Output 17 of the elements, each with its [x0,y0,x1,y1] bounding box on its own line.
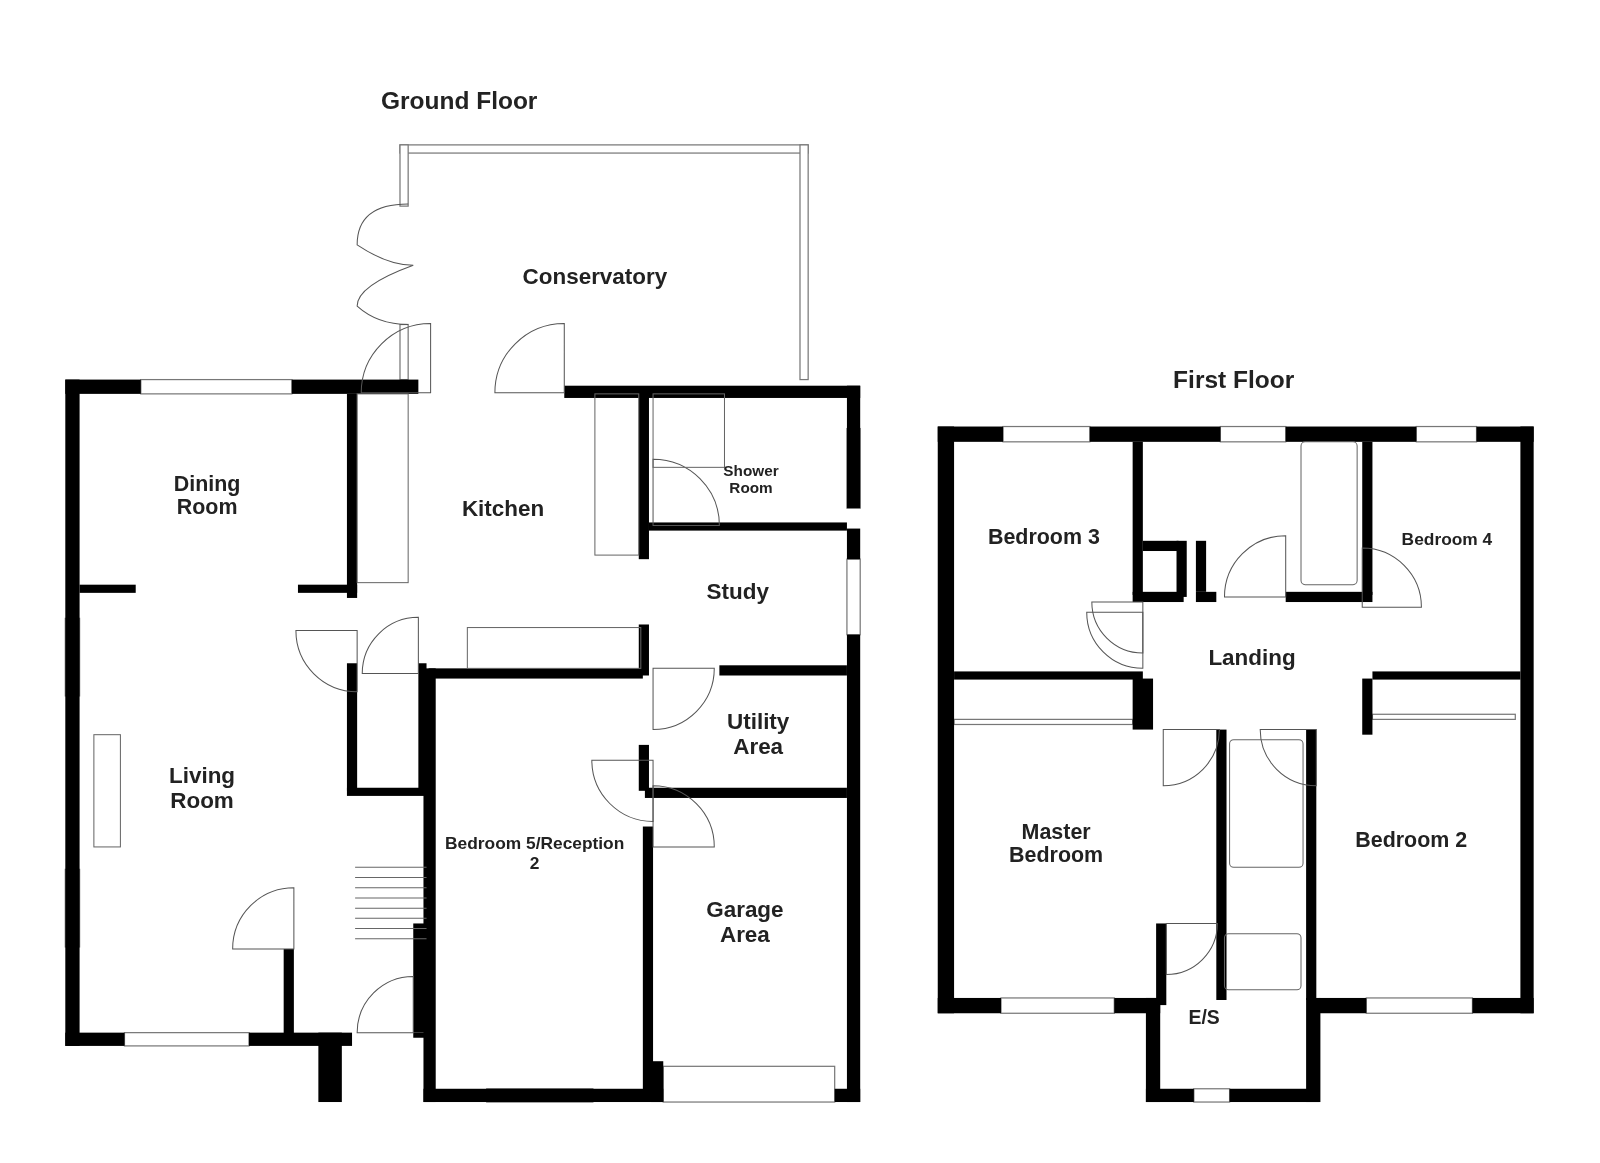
room-label: Master Bedroom [1008,819,1105,867]
floor-heading: First Floor [1173,366,1295,394]
room-label: E/S [1188,1007,1220,1029]
room-label: Kitchen [461,496,545,522]
room-label: Living Room [168,764,237,814]
room-label: Bedroom 2 [1355,828,1468,852]
room-label: Conservatory [522,264,668,289]
room-label: Utility Area [725,710,791,760]
floor-heading: Ground Floor [380,87,538,115]
room-label: Bedroom 3 [987,524,1100,549]
room-label: Garage Area [705,897,785,948]
room-label: Bedroom 4 [1401,530,1493,550]
room-label: Landing [1208,645,1296,671]
room-label: Dining Room [172,471,242,519]
room-label: Study [706,579,769,605]
room-label: Shower Room [722,462,780,497]
room-label: Bedroom 5/Reception 2 [444,835,626,874]
